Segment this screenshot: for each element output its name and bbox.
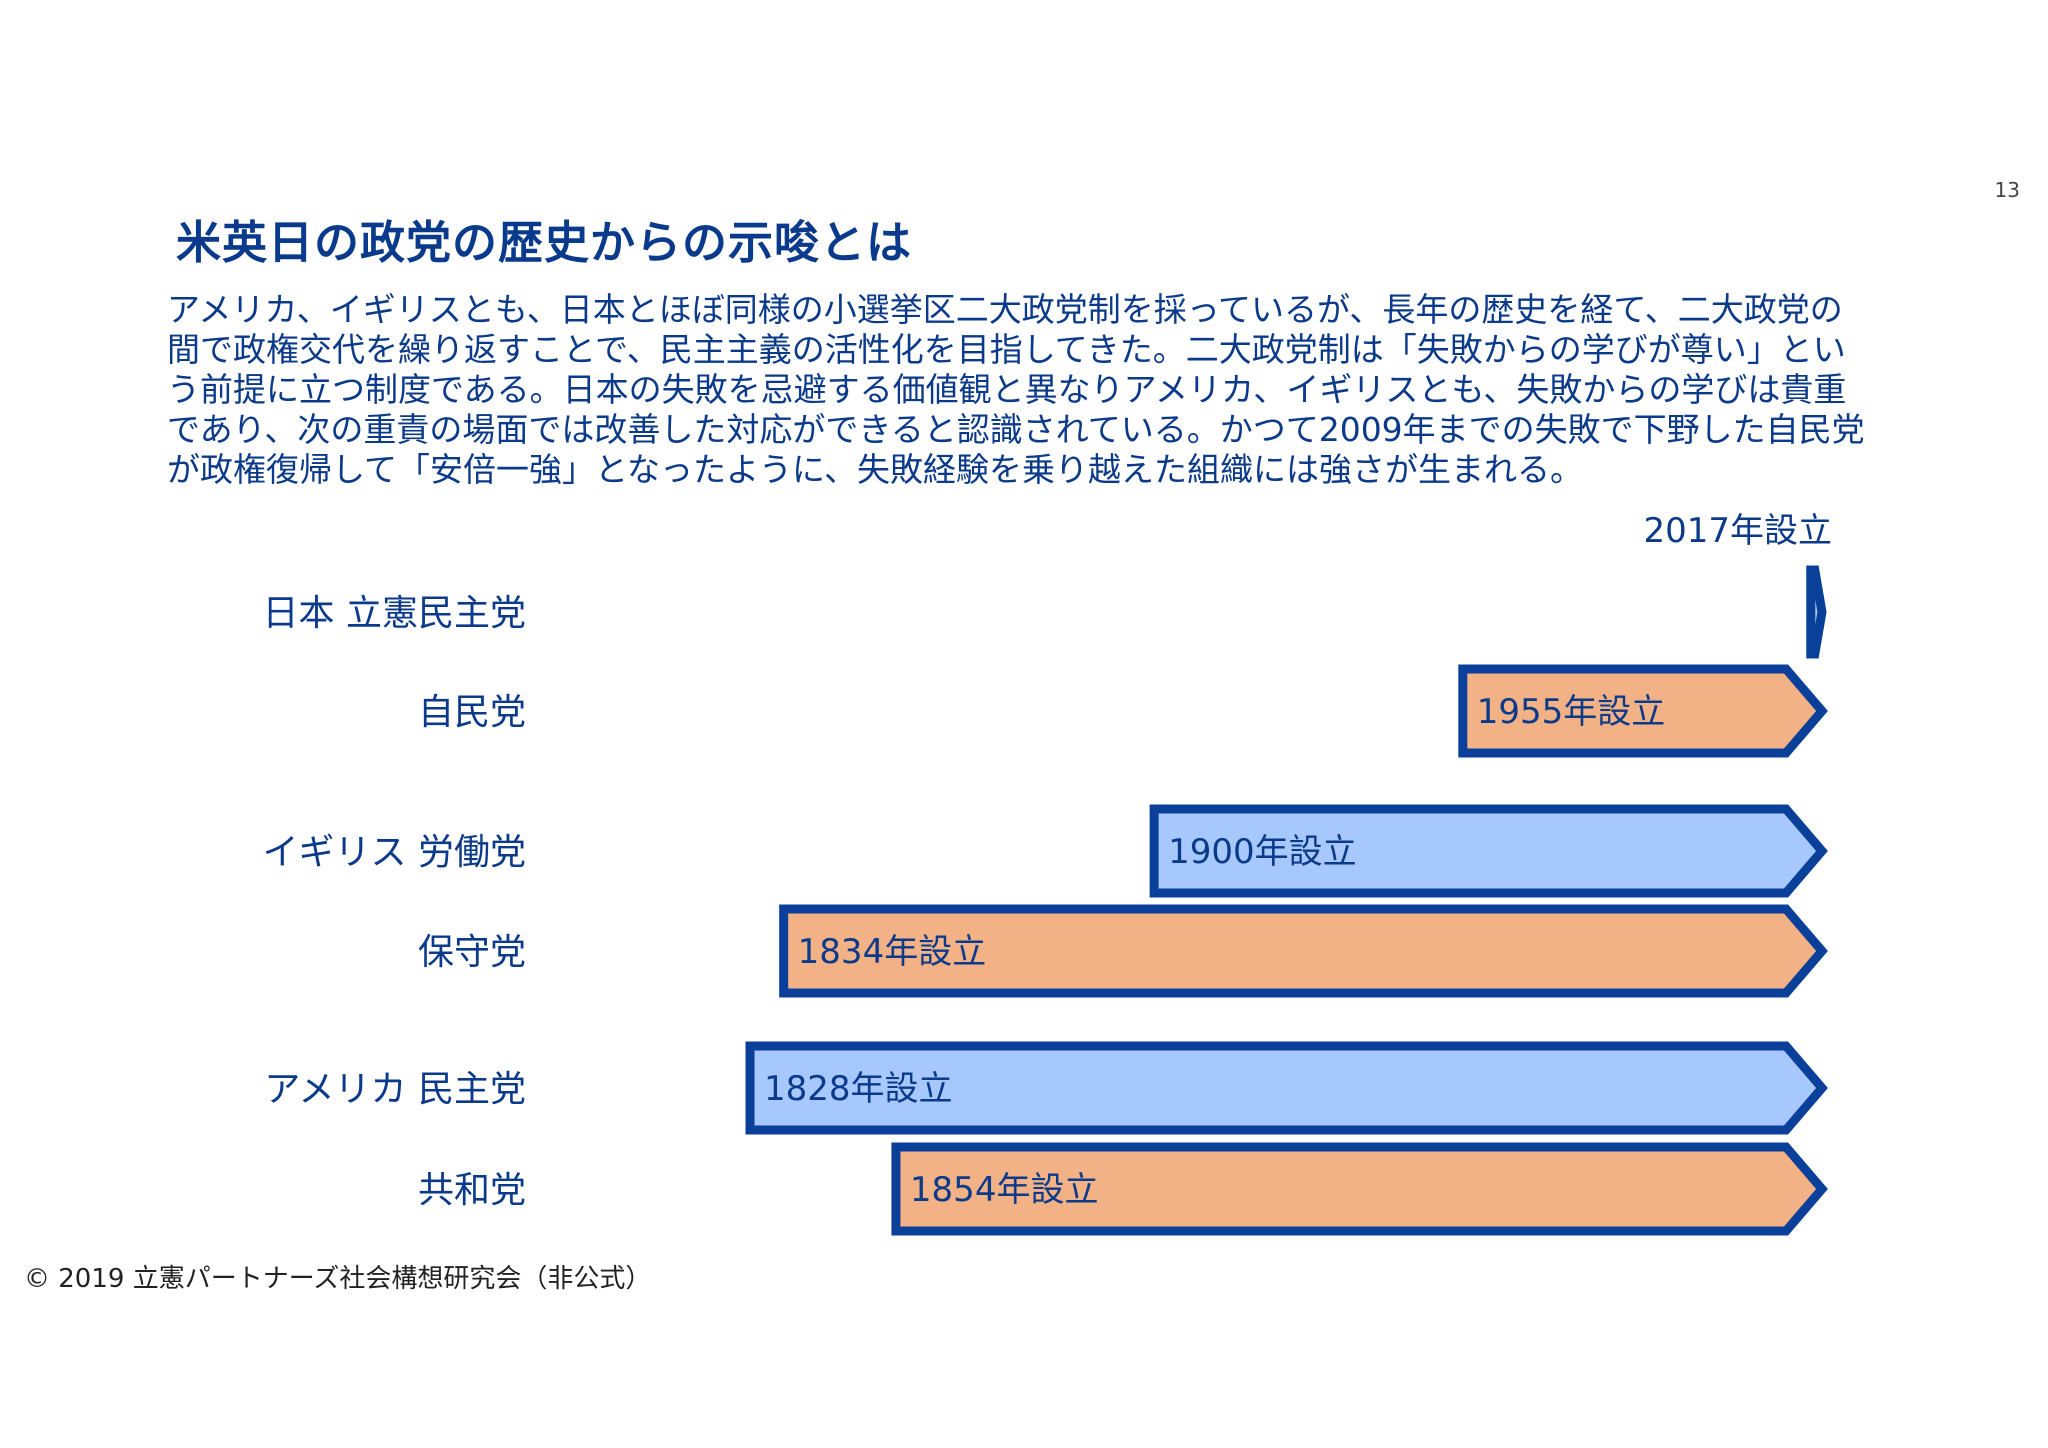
party-bar-3	[1149, 804, 1828, 898]
founded-label: 2017年設立	[1643, 511, 1832, 551]
party-label: 共和党	[418, 1170, 526, 1211]
founded-label: 1828年設立	[764, 1069, 953, 1109]
founded-label: 1955年設立	[1477, 692, 1666, 732]
party-label: 日本 立憲民主党	[263, 593, 526, 634]
party-label: 保守党	[418, 932, 526, 973]
body-line: アメリカ、イギリスとも、日本とほぼ同様の小選挙区二大政党制を採っているが、長年の…	[167, 290, 1843, 329]
founded-label: 1900年設立	[1168, 832, 1357, 872]
slide-title: 米英日の政党の歴史からの示唆とは	[176, 216, 913, 269]
party-label: 自民党	[418, 692, 526, 733]
body-line: 間で政権交代を繰り返すことで、民主主義の活性化を目指してきた。二大政党制は「失敗…	[167, 330, 1846, 369]
party-bar-2	[1458, 664, 1828, 758]
party-bar-4	[779, 904, 1828, 998]
party-bar-5	[745, 1041, 1828, 1135]
page-number: 13	[1994, 178, 2020, 202]
body-line: が政権復帰して「安倍一強」となったように、失敗経験を乗り越えた組織には強さが生ま…	[167, 450, 1584, 489]
body-line: であり、次の重責の場面では改善した対応ができると認識されている。かつて2009年…	[167, 410, 1865, 449]
founded-label: 1834年設立	[798, 932, 987, 972]
founded-label: 1854年設立	[910, 1170, 1099, 1210]
party-label: アメリカ 民主党	[264, 1069, 526, 1110]
party-bar-1	[1806, 565, 1827, 659]
body-line: う前提に立つ制度である。日本の失敗を忌避する価値観と異なりアメリカ、イギリスとも…	[167, 370, 1847, 409]
party-bar-6	[891, 1142, 1828, 1236]
party-label: イギリス 労働党	[263, 832, 526, 873]
copyright-footer: © 2019 立憲パートナーズ社会構想研究会（非公式）	[24, 1264, 652, 1294]
body-text: アメリカ、イギリスとも、日本とほぼ同様の小選挙区二大政党制を採っているが、長年の…	[167, 290, 1927, 490]
